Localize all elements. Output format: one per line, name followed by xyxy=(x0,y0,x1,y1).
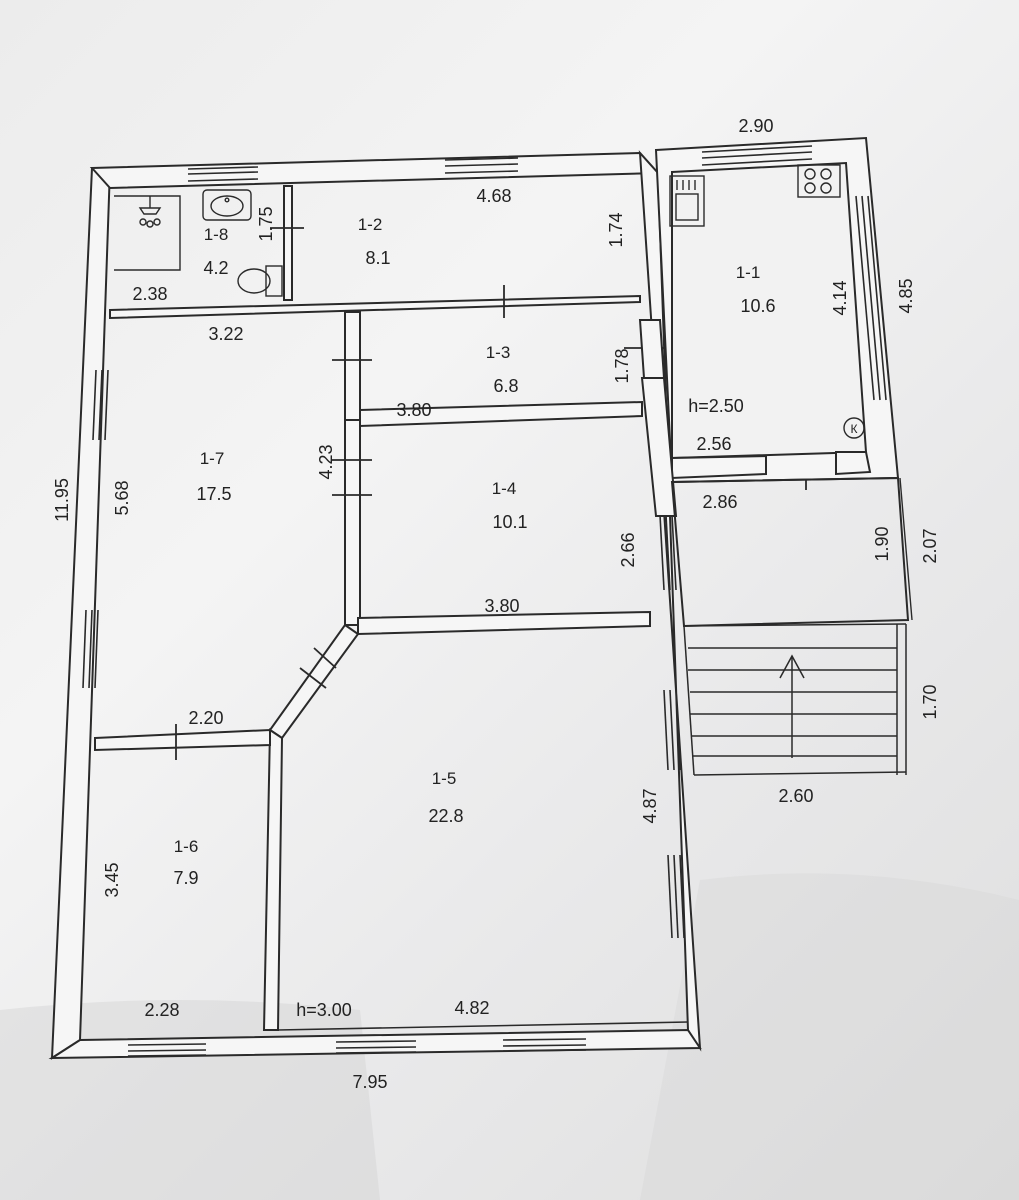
dim-label: 4.14 xyxy=(830,280,850,315)
porch xyxy=(670,476,913,628)
dim-label: 4.23 xyxy=(316,444,336,479)
dim-label: 2.38 xyxy=(132,284,167,304)
room-area: 22.8 xyxy=(428,806,463,826)
dim-label: 2.66 xyxy=(618,532,638,567)
windows xyxy=(82,157,685,1057)
room-id: 1-1 xyxy=(736,263,761,282)
dim-label: 4.85 xyxy=(896,278,916,313)
room-area: 10.6 xyxy=(740,296,775,316)
dim-label: 5.68 xyxy=(112,480,132,515)
dim-label: 4.82 xyxy=(454,998,489,1018)
dim-label: 4.68 xyxy=(476,186,511,206)
dim-label: 2.60 xyxy=(778,786,813,806)
room-id: 1-6 xyxy=(174,837,199,856)
dim-label: 7.95 xyxy=(352,1072,387,1092)
kitchen-block xyxy=(638,136,900,517)
room-area: 6.8 xyxy=(493,376,518,396)
main-height-label: h=3.00 xyxy=(296,1000,352,1020)
dim-label: 2.20 xyxy=(188,708,223,728)
kitchen-sink-icon xyxy=(669,175,705,227)
sink-icon xyxy=(202,189,252,221)
dim-label: 1.78 xyxy=(612,348,632,383)
boiler-marker-label: К xyxy=(851,422,858,436)
room-id: 1-7 xyxy=(200,449,225,468)
room-area: 17.5 xyxy=(196,484,231,504)
dim-label: 2.28 xyxy=(144,1000,179,1020)
room-area: 8.1 xyxy=(365,248,390,268)
room-id: 1-5 xyxy=(432,769,457,788)
dim-label: 1.74 xyxy=(606,212,626,247)
dim-label: 1.90 xyxy=(872,526,892,561)
dim-label: 2.90 xyxy=(738,116,773,136)
dim-label: 3.22 xyxy=(208,324,243,344)
toilet-icon xyxy=(237,265,283,297)
dim-label: 3.80 xyxy=(396,400,431,420)
room-id: 1-2 xyxy=(358,215,383,234)
dim-label: 3.45 xyxy=(102,862,122,897)
room-id: 1-4 xyxy=(492,479,517,498)
room-area: 4.2 xyxy=(203,258,228,278)
fixtures xyxy=(114,164,865,439)
dim-label: 2.07 xyxy=(920,528,940,563)
dim-label: 3.80 xyxy=(484,596,519,616)
height-labels: h=2.50 h=3.00 xyxy=(296,396,744,1020)
room-area: 7.9 xyxy=(173,868,198,888)
dim-label: 2.56 xyxy=(696,434,731,454)
boiler-icon xyxy=(843,417,865,439)
dimension-labels: 2.90 4.85 4.14 2.56 2.86 1.90 2.07 1.70 … xyxy=(52,116,940,1092)
dim-label: 4.87 xyxy=(640,788,660,823)
room-labels: 1-1 10.6 1-2 8.1 1-3 6.8 1-4 10.1 1-5 22… xyxy=(173,215,775,888)
stove-icon xyxy=(797,164,841,198)
paper-shadow-right xyxy=(640,873,1019,1200)
dim-label: 1.75 xyxy=(256,206,276,241)
kitchen-height-label: h=2.50 xyxy=(688,396,744,416)
dim-label: 11.95 xyxy=(52,478,72,522)
dim-label: 2.86 xyxy=(702,492,737,512)
room-id: 1-8 xyxy=(204,225,229,244)
room-area: 10.1 xyxy=(492,512,527,532)
stairs xyxy=(683,623,907,776)
room-id: 1-3 xyxy=(486,343,511,362)
dim-label: 1.70 xyxy=(920,684,940,719)
shower-icon xyxy=(138,196,162,228)
